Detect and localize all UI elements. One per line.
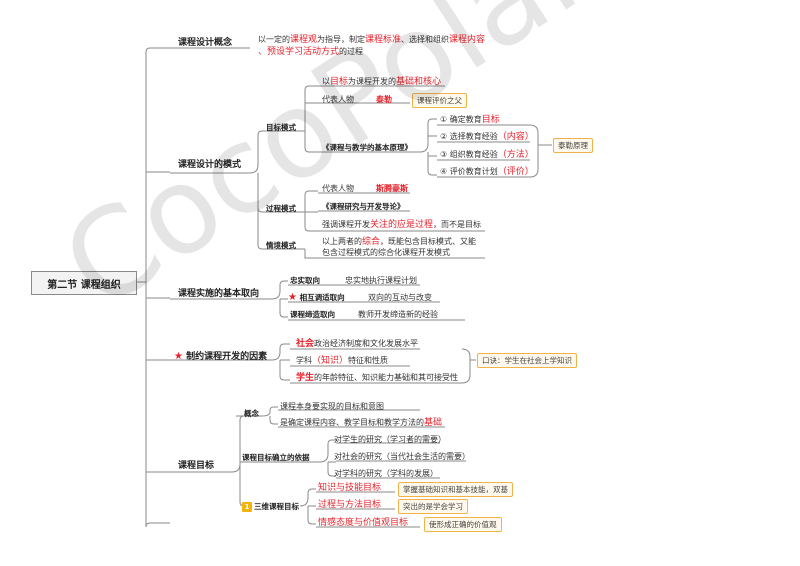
- concept-line2: 是确定课程内容、教学目标和教学方法的基础: [280, 418, 443, 428]
- basis-subject: 对学科的研究（学科的发展）: [334, 469, 438, 478]
- dimension-knowledge-note: 掌握基础知识和基本技能，双基: [398, 482, 513, 497]
- process-stress-text: 强调课程开发关注的应是过程，而不是目标: [322, 220, 482, 230]
- tyler-principle-box: 泰勒原理: [553, 138, 593, 153]
- goal-step-1: ① 确定教育目标: [440, 115, 500, 125]
- orientation-enactment-desc: 教师开发缔造新的经验: [358, 310, 438, 319]
- node-course-design-concept[interactable]: 课程设计概念: [178, 38, 233, 48]
- process-book-title: 《课程研究与开发导论》: [322, 202, 405, 211]
- orientation-fidelity[interactable]: 忠实取向: [290, 276, 320, 285]
- dimension-emotion-values: 情感态度与价值观目标: [318, 518, 409, 528]
- basis-society: 对社会的研究（当代社会生活的需要）: [334, 452, 470, 461]
- objective-concept[interactable]: 概念: [244, 409, 259, 418]
- concept-text-line2: 、预设学习活动方式的过程: [258, 47, 364, 57]
- concept-line1: 课程本身要实现的目标和意图: [280, 402, 384, 411]
- process-rep-label: 代表人物: [322, 184, 354, 193]
- dimension-process-note: 突出的是学会学习: [398, 499, 468, 514]
- star-icon: ★: [288, 292, 297, 303]
- concept-text-line1: 以一定的课程观为指导，制定课程标准、选择和组织课程内容: [258, 35, 486, 45]
- factor-student: 学生的年龄特征、知识能力基础和其可接受性: [296, 373, 459, 383]
- basis-student: 对学生的研究（学习者的需要）: [334, 435, 446, 444]
- goal-step-4: ④ 评价教育计划（评价）: [440, 167, 534, 177]
- orientation-mutual-desc: 双向的互动与改变: [368, 293, 432, 302]
- process-rep-name: 斯腾豪斯: [376, 184, 408, 193]
- orientation-mutual-adaptation[interactable]: ★ 相互调适取向: [288, 292, 345, 303]
- node-course-objectives[interactable]: 课程目标: [178, 461, 215, 471]
- factor-society: 社会政治经济制度和文化发展水平: [296, 339, 419, 349]
- goal-rep-note: 课程评价之父: [412, 93, 467, 108]
- node-goal-model[interactable]: 目标模式: [266, 123, 296, 132]
- node-process-model[interactable]: 过程模式: [266, 204, 296, 213]
- dimension-knowledge-skills: 知识与技能目标: [318, 483, 382, 493]
- goal-step-3: ③ 组织教育经验（方法）: [440, 150, 534, 160]
- node-development-factors[interactable]: ★ 制约课程开发的因素: [174, 351, 268, 362]
- situation-text-line2: 包含过程模式的综合化课程开发模式: [322, 248, 450, 257]
- goal-rep-name: 泰勒: [376, 95, 392, 104]
- star-icon: ★: [174, 351, 183, 362]
- dimension-emotion-note: 使形成正确的价值观: [424, 517, 502, 532]
- objective-basis[interactable]: 课程目标确立的依据: [242, 453, 310, 462]
- node-course-design-models[interactable]: 课程设计的模式: [178, 160, 242, 170]
- goal-step-2: ② 选择教育经验（内容）: [440, 132, 534, 142]
- goal-rep-label: 代表人物: [322, 95, 354, 104]
- orientation-fidelity-desc: 忠实地执行课程计划: [345, 276, 417, 285]
- goal-model-intro: 以目标为课程开发的基础和核心: [322, 77, 442, 87]
- node-situation-model[interactable]: 情境模式: [266, 241, 296, 250]
- priority-badge: 1: [242, 502, 252, 512]
- factor-subject: 学科（知识）特征和性质: [296, 356, 389, 366]
- goal-book-title: 《课程与教学的基本原理》: [322, 143, 412, 152]
- orientation-enactment[interactable]: 课程缔造取向: [290, 310, 335, 319]
- situation-text-line1: 以上两者的综合，既能包含目标模式、又能: [322, 237, 477, 247]
- node-implementation-orientation[interactable]: 课程实施的基本取向: [178, 289, 260, 299]
- dimension-process-method: 过程与方法目标: [318, 500, 382, 510]
- mnemonic-box: 口诀：学生在社会上学知识: [477, 353, 577, 368]
- root-node[interactable]: 第二节 课程组织: [31, 271, 137, 295]
